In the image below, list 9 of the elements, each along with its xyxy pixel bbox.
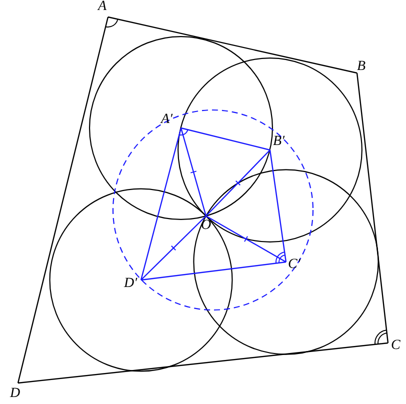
- point-label: C′: [288, 258, 300, 272]
- point-label: B: [357, 60, 366, 74]
- point-label: B′: [273, 135, 285, 149]
- point-label: D′: [124, 277, 138, 291]
- point-label: O: [201, 219, 212, 233]
- point-label: D: [10, 387, 20, 401]
- point-label: C: [391, 339, 400, 353]
- point-label: A: [98, 0, 107, 14]
- point-label: A′: [161, 113, 173, 127]
